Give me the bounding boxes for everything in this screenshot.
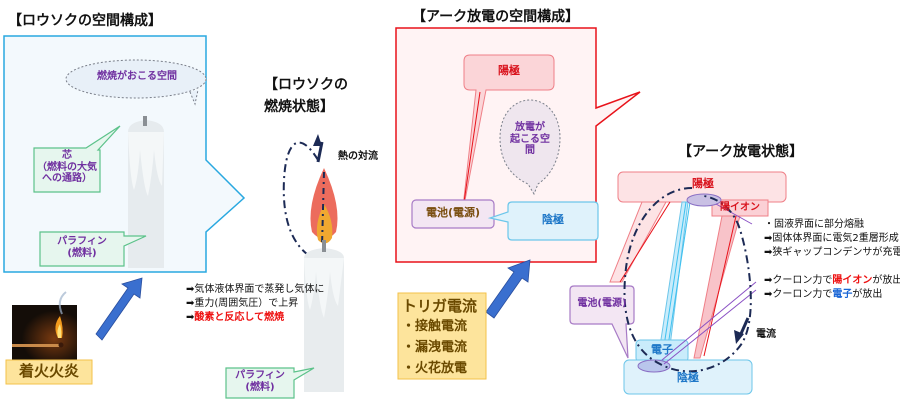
ignition-label-box [5,359,93,385]
discharge-space-label: 放電が 起こる空 間 [504,122,556,157]
electron-beam [659,201,689,347]
wick-label-line2: （燃料の大気 [37,161,97,173]
paraffin-middle-line1: パラフィン [235,370,285,381]
wick-label-line3: への通路） [42,173,92,184]
discharge-space-bubble [499,99,561,196]
convection-label: 熱の対流 [338,151,378,162]
candle-note-1: ➡気体液体界面で蒸発し気体に [186,284,325,295]
trigger-arrow [485,259,531,319]
discharge-line2: 起こる空 [510,133,550,145]
candle-note-3: ➡酸素と反応して燃焼 [186,312,285,323]
cathode-spot [637,359,671,373]
trigger-box [397,292,487,380]
wick-middle [322,240,326,252]
wick-label-line1: 芯 [62,150,72,161]
arc-note-2: ➡固体体界面に電気2重層形成 [764,233,899,244]
combustion-space-label: 燃焼がおこる空間 [97,71,177,82]
paraffin-middle-line2: (燃料) [245,381,275,393]
paraffin-label-box-left [39,231,147,267]
candle-notes: ➡気体液体界面で蒸発し気体に ➡重力(周囲気圧）で上昇 ➡酸素と反応して燃焼 [186,283,324,325]
candle-note-2: ➡重力(周囲気圧）で上昇 [186,298,299,309]
candle-state-title-line2: 燃焼状態】 [264,99,334,115]
electron-label: 電子 [651,343,673,356]
candle-left [128,116,164,268]
arc-state-cathode-label: 陰極 [677,371,699,384]
ignition-label: 着火火炎 [18,362,79,380]
combustion-space-bubble-tail [189,89,199,106]
discharge-line1: 放電が [515,122,545,133]
paraffin-label-line2: (燃料) [67,247,97,259]
arc-state-title: 【アーク放電状態】 [678,144,804,160]
arc-note-4: ➡クーロン力で陽イオンが放出 [764,275,900,286]
arc-battery-box [411,199,495,229]
wick-left [143,116,147,126]
paraffin-label-middle: パラフィン (燃料) [226,370,294,393]
arc-state-anode-label: 陽極 [692,177,714,190]
flame-inner [316,204,333,244]
arc-anode-box [461,54,555,217]
anode-spot [686,193,722,207]
discharge-line3: 間 [525,145,535,156]
arc-note-5: ➡クーロン力で電子が放出 [764,289,883,300]
arc-space-title: 【アーク放電の空間構成】 [412,9,580,25]
convection-loop [282,141,321,263]
candle-middle [304,240,344,392]
arc-notes-group2: ➡クーロン力で陽イオンが放出 ➡クーロン力で電子が放出 [764,274,900,302]
trigger-item-2: ・漏洩電流 [402,340,468,355]
arc-cathode-box [487,201,599,241]
combustion-space-bubble [65,59,207,99]
wick-label: 芯 （燃料の大気 への通路） [34,150,100,185]
paraffin-label-left: パラフィン (燃料) [40,236,124,259]
trigger-content: トリガ電流 ・接触電流 ・漏洩電流 ・火花放電 [402,296,477,379]
candle-state-title-line1: 【ロウソクの [264,77,348,93]
trigger-item-3: ・火花放電 [402,361,468,376]
arc-battery-label: 電池(電源) [425,206,481,219]
positive-ion-label: 陽イオン [720,202,760,213]
current-loop [623,187,752,373]
candle-space-title: 【ロウソクの空間構成】 [8,13,162,29]
arc-anode-label: 陽極 [498,64,520,77]
arc-note-3: ➡狭ギャップコンデンサが充電 [764,247,900,258]
paraffin-label-box-middle [225,367,315,399]
ignition-arrow [95,277,143,341]
arc-note-1: ・固液界面に部分熔融 [764,219,864,230]
arc-state-battery-label: 電池(電源) [577,298,627,309]
arc-cathode-label: 陰極 [542,213,564,226]
trigger-title: トリガ電流 [402,297,478,315]
wick-label-box [33,125,121,193]
trigger-item-1: ・接触電流 [402,319,468,334]
candle-state-title: 【ロウソクの 燃焼状態】 [264,74,348,118]
candle-space-frame [3,35,246,273]
current-label: 電流 [756,329,776,340]
arc-state-battery-box [569,285,635,359]
paraffin-label-line1: パラフィン [57,236,107,247]
arc-notes-group1: ・固液界面に部分熔融 ➡固体体界面に電気2重層形成 ➡狭ギャップコンデンサが充電 [764,218,900,260]
